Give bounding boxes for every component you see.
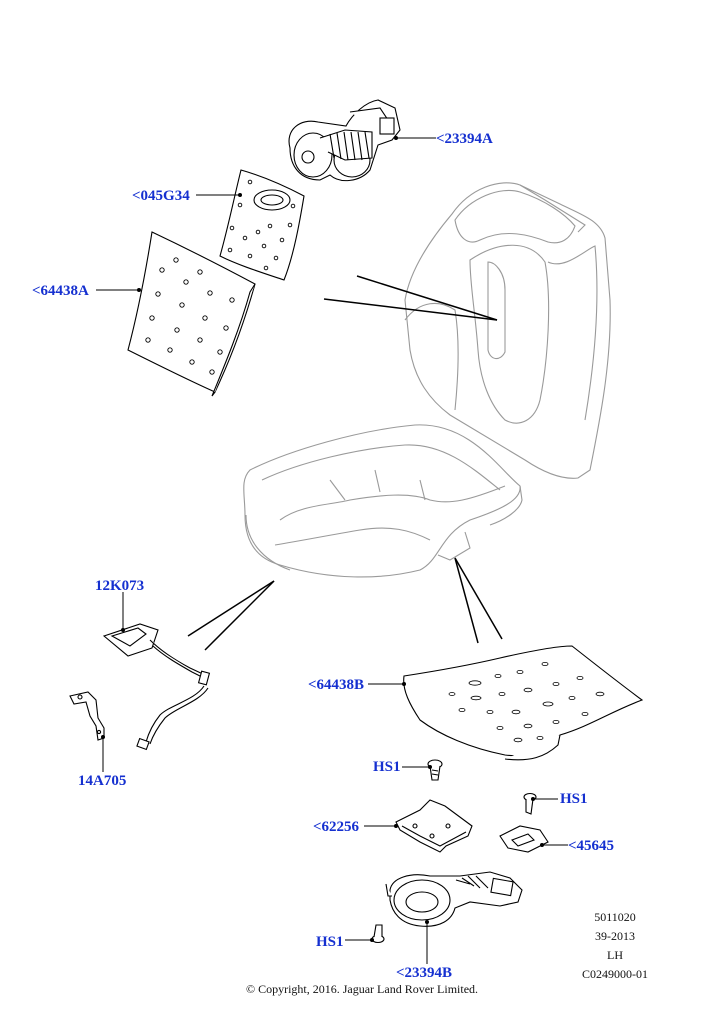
heater-mat-cushion[interactable] [403, 645, 644, 761]
mounting-plate[interactable] [499, 825, 549, 853]
heater-pad-upper[interactable] [219, 169, 305, 281]
reference-side: LH [607, 948, 623, 962]
occupancy-sensor-harness[interactable] [102, 623, 211, 751]
screw-bottom[interactable] [371, 924, 385, 944]
blower-motor-upper[interactable] [288, 99, 401, 182]
reference-illustration-id: C0249000-01 [582, 967, 648, 981]
copyright-notice: © Copyright, 2016. Jaguar Land Rover Lim… [245, 982, 479, 996]
screw-top[interactable] [427, 759, 443, 781]
callout-leaders [96, 137, 568, 964]
seat-outline [243, 182, 611, 578]
callout-64438B[interactable]: <64438B [308, 677, 365, 693]
blower-bracket[interactable] [395, 799, 473, 853]
seat-leader-lines [187, 275, 503, 651]
callout-45645[interactable]: <45645 [568, 838, 615, 854]
callout-dots [101, 136, 544, 942]
callout-64438A[interactable]: <64438A [32, 283, 89, 299]
heater-mat-backrest[interactable] [127, 231, 256, 397]
harness-bracket[interactable] [69, 691, 105, 741]
callout-hs1-bottom[interactable]: HS1 [316, 934, 344, 950]
callout-hs1-right[interactable]: HS1 [560, 791, 588, 807]
callout-045G34[interactable]: <045G34 [132, 188, 190, 204]
reference-block: 5011020 39-2013 LH C0249000-01 [570, 908, 660, 984]
callout-23394B[interactable]: <23394B [396, 965, 453, 981]
callout-12K073[interactable]: 12K073 [95, 578, 145, 594]
blower-motor-lower[interactable] [385, 871, 523, 927]
reference-date: 39-2013 [595, 929, 635, 943]
reference-number: 5011020 [594, 910, 636, 924]
screw-right[interactable] [523, 792, 537, 815]
callout-hs1-top[interactable]: HS1 [373, 759, 401, 775]
callout-14A705[interactable]: 14A705 [78, 773, 127, 789]
callout-23394A[interactable]: <23394A [436, 131, 493, 147]
callout-62256[interactable]: <62256 [313, 819, 360, 835]
